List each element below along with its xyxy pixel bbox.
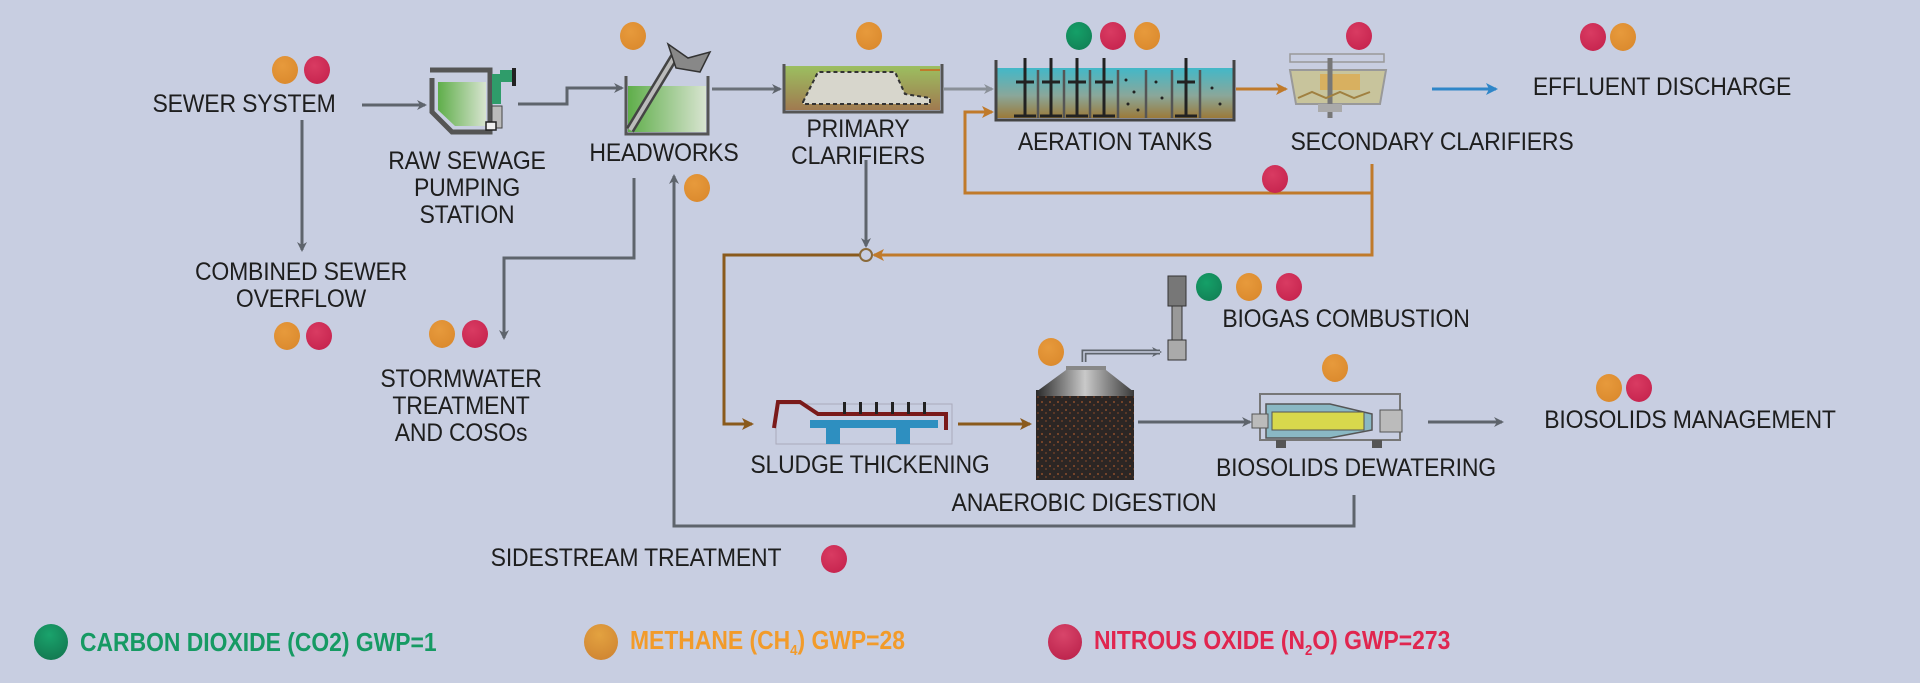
ch4-emission-dot-icon (1596, 374, 1622, 402)
label-biosolids-management: BIOSOLIDS MANAGEMENT (1544, 406, 1836, 434)
flow-waste-activated-sludge (872, 193, 1374, 261)
flow-headworks-to-stormwater (499, 178, 636, 340)
label-sewer-system: SEWER SYSTEM (152, 90, 336, 118)
ch4-emission-dot-icon (1322, 354, 1348, 382)
legend-item-co2: CARBON DIOXIDE (CO2) GWP=1 (34, 624, 485, 660)
n2o-emission-dot-icon (1626, 374, 1652, 402)
label-biogas-combustion: BIOGAS COMBUSTION (1222, 305, 1470, 333)
n2o-emission-dot-icon (462, 320, 488, 348)
legend-n2o-suffix: O) GWP=273 (1312, 624, 1451, 655)
n2o-emission-dot-icon (1580, 23, 1606, 51)
ch4-emission-dot-icon (684, 174, 710, 202)
label-anaerobic-digestion: ANAEROBIC DIGESTION (951, 489, 1217, 517)
legend-text-ch4: METHANE (CH4) GWP=28 (630, 625, 905, 659)
ch4-emission-dot-icon (1236, 273, 1262, 301)
co2-dot-icon (34, 624, 68, 660)
legend-ch4-subscript: 4 (790, 642, 798, 660)
label-stormwater-treatment: STORMWATER TREATMENT AND COSOs (380, 365, 542, 447)
n2o-emission-dot-icon (1262, 165, 1288, 193)
flow-lines (297, 83, 1504, 528)
legend-text-co2: CARBON DIOXIDE (CO2) GWP=1 (80, 627, 437, 658)
legend-n2o-subscript: 2 (1305, 642, 1313, 660)
ch4-emission-dot-icon (272, 56, 298, 84)
legend: CARBON DIOXIDE (CO2) GWP=1 METHANE (CH4)… (0, 624, 1920, 664)
legend-text-n2o: NITROUS OXIDE (N2O) GWP=273 (1094, 625, 1450, 659)
legend-item-n2o: NITROUS OXIDE (N2O) GWP=273 (1048, 624, 1499, 660)
ch4-emission-dot-icon (1038, 338, 1064, 366)
n2o-emission-dot-icon (821, 545, 847, 573)
legend-ch4-suffix: ) GWP=28 (797, 624, 905, 655)
label-aeration-tanks: AERATION TANKS (1017, 128, 1213, 156)
n2o-emission-dot-icon (1276, 273, 1302, 301)
primary-clarifier-icon (782, 64, 944, 114)
label-biosolids-dewatering: BIOSOLIDS DEWATERING (1215, 454, 1497, 482)
label-primary-clarifiers: PRIMARY CLARIFIERS (791, 115, 925, 170)
legend-co2-label: CARBON DIOXIDE (CO2) GWP=1 (80, 626, 437, 657)
ch4-emission-dot-icon (620, 22, 646, 50)
flow-sidestream-return (669, 174, 1356, 528)
label-sludge-thickening: SLUDGE THICKENING (750, 451, 990, 479)
ch4-emission-dot-icon (1610, 23, 1636, 51)
label-combined-sewer-overflow: COMBINED SEWER OVERFLOW (194, 258, 408, 313)
aeration-tanks-icon (994, 58, 1236, 122)
legend-item-ch4: METHANE (CH4) GWP=28 (584, 624, 942, 660)
flow-to-sludge-thickening (722, 253, 860, 430)
label-sidestream-treatment: SIDESTREAM TREATMENT (490, 544, 782, 572)
n2o-emission-dot-icon (304, 56, 330, 84)
n2o-emission-dot-icon (306, 322, 332, 350)
legend-ch4-label: METHANE (CH (630, 624, 791, 655)
label-effluent-discharge: EFFLUENT DISCHARGE (1532, 73, 1792, 101)
pumping-station-icon (429, 67, 516, 135)
n2o-emission-dot-icon (1346, 22, 1372, 50)
label-raw-sewage-pumping-station: RAW SEWAGE PUMPING STATION (388, 147, 546, 229)
co2-emission-dot-icon (1196, 273, 1222, 301)
ch4-emission-dot-icon (274, 322, 300, 350)
anaerobic-digester-icon (1036, 366, 1134, 480)
ch4-emission-dot-icon (856, 22, 882, 50)
flow-biogas (1081, 347, 1162, 362)
flow-pumping-to-headworks (518, 83, 624, 106)
label-secondary-clarifiers: SECONDARY CLARIFIERS (1290, 128, 1574, 156)
headworks-icon (624, 42, 712, 136)
legend-n2o-label: NITROUS OXIDE (N (1094, 624, 1306, 655)
biogas-flare-icon (1167, 275, 1187, 361)
ch4-emission-dot-icon (1134, 22, 1160, 50)
n2o-dot-icon (1048, 624, 1082, 660)
ch4-emission-dot-icon (429, 320, 455, 348)
co2-emission-dot-icon (1066, 22, 1092, 50)
n2o-emission-dot-icon (1100, 22, 1126, 50)
dewatering-centrifuge-icon (1251, 393, 1403, 448)
sludge-thickening-icon (772, 400, 953, 445)
flow-return-activated-sludge (963, 106, 1374, 195)
secondary-clarifier-icon (1288, 53, 1388, 118)
sludge-junction (859, 248, 873, 262)
label-headworks: HEADWORKS (589, 139, 739, 167)
ch4-dot-icon (584, 624, 618, 660)
